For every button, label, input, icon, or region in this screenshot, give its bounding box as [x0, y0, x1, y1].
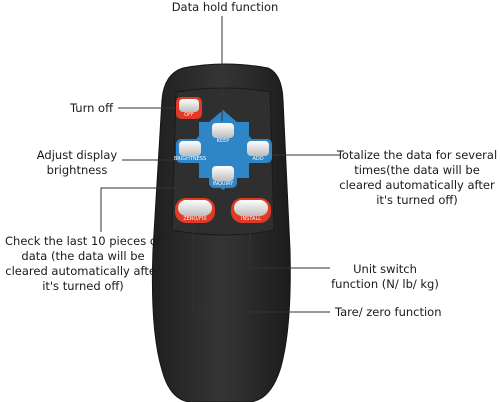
line-check-last [100, 187, 181, 232]
label-unit-switch: Unit switch function (N/ lb/ kg) [331, 262, 439, 291]
install-button[interactable]: INSTALL [231, 198, 271, 223]
label-data-hold: Data hold function [171, 0, 279, 14]
remote-body [151, 63, 291, 402]
label-totalize: Totalize the data for several times(the … [336, 148, 498, 207]
label-adjust-brightness: Adjust display brightness [36, 148, 118, 177]
keep-button-label: KEEP [216, 138, 230, 144]
inquiry-button[interactable]: INQUIRY [209, 164, 237, 188]
brightness-button[interactable]: BRIGHTNESS [173, 139, 207, 163]
brightness-button-label: BRIGHTNESS [173, 156, 207, 162]
line-tare-zero [192, 218, 330, 313]
label-check-last: Check the last 10 pieces of data (the da… [5, 234, 161, 293]
add-button[interactable]: ADD [244, 139, 272, 163]
install-button-label: INSTALL [240, 216, 262, 222]
off-button[interactable]: OFF [176, 97, 202, 119]
off-button-label: OFF [184, 112, 194, 118]
label-tare-zero: Tare/ zero function [335, 305, 442, 319]
add-button-label: ADD [252, 156, 264, 162]
line-unit-switch [249, 218, 330, 269]
label-turn-off: Turn off [70, 101, 113, 115]
keep-button[interactable]: KEEP [209, 121, 237, 145]
zero-fix-button[interactable]: ZERO/FIX [175, 198, 215, 223]
zero-fix-button-label: ZERO/FIX [183, 216, 207, 222]
inquiry-button-label: INQUIRY [212, 181, 234, 187]
